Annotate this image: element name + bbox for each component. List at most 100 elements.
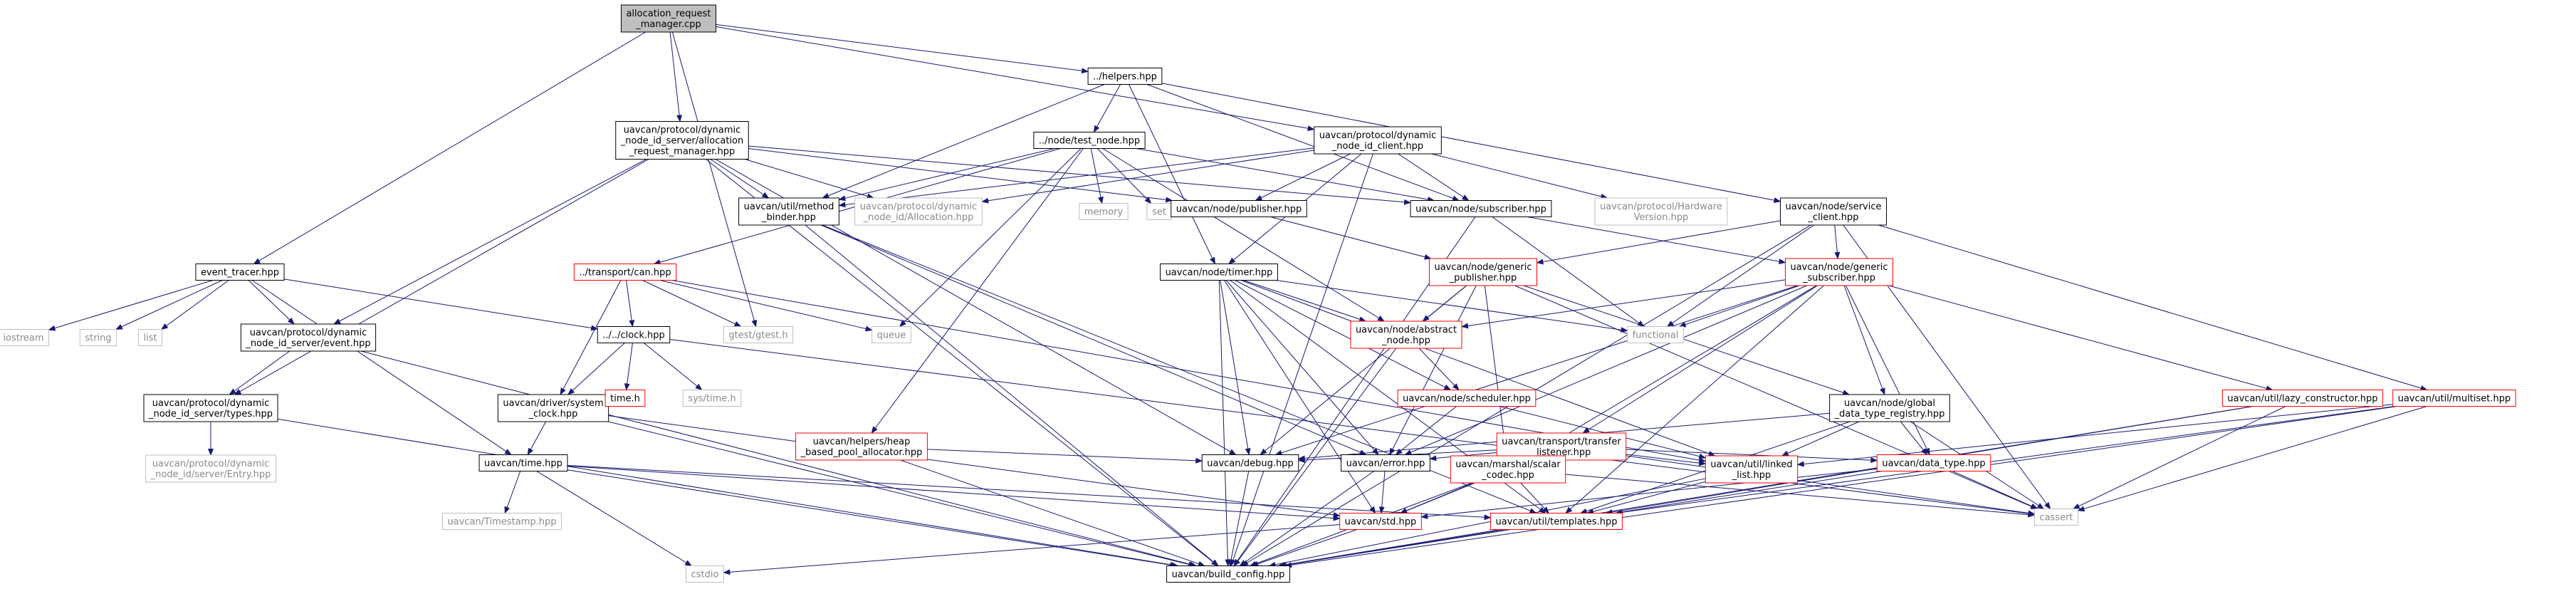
node-sysclock[interactable]: uavcan/driver/system_clock.hpp — [497, 394, 609, 422]
node-methodbinder[interactable]: uavcan/util/method_binder.hpp — [738, 197, 839, 226]
node-multiset[interactable]: uavcan/util/multiset.hpp — [2392, 390, 2516, 407]
edge-testnode-to-memory — [1090, 148, 1104, 204]
edge-root-to-allocmgr — [669, 31, 683, 123]
edge-testnode-to-abstractnode — [1102, 148, 1385, 322]
node-typeshpp[interactable]: uavcan/protocol/dynamic_node_id_server/t… — [143, 394, 278, 422]
node-label-dynclient: uavcan/protocol/dynamic — [1319, 130, 1437, 141]
node-box-errorhpp — [1341, 454, 1430, 471]
node-box-allocation — [854, 197, 983, 226]
node-label-helpers: ../helpers.hpp — [1093, 72, 1157, 83]
node-label-datatype: uavcan/data_type.hpp — [1882, 459, 1985, 469]
node-queue: queue — [871, 326, 911, 343]
node-lazyctor[interactable]: uavcan/util/lazy_constructor.hpp — [2221, 390, 2384, 407]
node-debughpp[interactable]: uavcan/debug.hpp — [1201, 454, 1299, 471]
edge-timehpp-to-buildcfg — [567, 469, 1178, 568]
node-label-heapalloc: _based_pool_allocator.hpp — [800, 447, 923, 458]
node-clockhpp[interactable]: ../../clock.hpp — [597, 326, 671, 343]
edge-sysclock-to-timehpp — [527, 421, 547, 456]
node-timehpp[interactable]: uavcan/time.hpp — [478, 454, 568, 471]
node-transportcan[interactable]: ../transport/can.hpp — [573, 264, 677, 281]
edge-timerhpp-to-errorhpp — [1225, 280, 1379, 456]
edge-templates-to-buildcfg — [1278, 529, 1506, 568]
node-label-methodbinder: _binder.hpp — [761, 212, 816, 223]
node-eventhpp[interactable]: uavcan/protocol/dynamic_node_id_server/e… — [240, 323, 377, 352]
node-genpub[interactable]: uavcan/node/generic_publisher.hpp — [1428, 258, 1538, 286]
edge-gensub-to-translistener — [1582, 285, 1818, 434]
edge-dynclient-to-publisher — [1255, 153, 1351, 201]
node-abstractnode[interactable]: uavcan/node/abstract_node.hpp — [1350, 320, 1462, 349]
node-box-list — [137, 329, 163, 346]
node-label-methodbinder: uavcan/util/method — [744, 202, 834, 212]
node-label-subscriber: uavcan/node/subscriber.hpp — [1415, 204, 1546, 215]
node-label-timestamp: uavcan/Timestamp.hpp — [447, 517, 556, 528]
node-box-hwversion — [1594, 197, 1728, 226]
node-label-allocation: _node_id/Allocation.hpp — [863, 212, 974, 223]
node-box-allocmgr — [615, 121, 749, 160]
edge-gensub-to-functional — [1678, 285, 1800, 328]
node-label-entryhpp: _node_id/server/Entry.hpp — [150, 469, 271, 480]
edge-clockhpp-to-timeh — [624, 343, 633, 391]
node-label-queue: queue — [877, 330, 906, 341]
edge-gensub-to-abstractnode — [1461, 279, 1786, 329]
node-box-string — [79, 329, 117, 346]
node-root[interactable]: allocation_request_manager.cpp — [620, 4, 717, 33]
edge-clockhpp-to-sysclock — [567, 343, 625, 395]
edge-lazyctor-to-cassert — [2072, 406, 2286, 509]
node-box-heapalloc — [795, 432, 928, 461]
node-timeh[interactable]: time.h — [604, 390, 646, 407]
node-label-allocmgr: uavcan/protocol/dynamic — [624, 125, 741, 136]
node-subscriber[interactable]: uavcan/node/subscriber.hpp — [1410, 200, 1552, 217]
node-globaldtr[interactable]: uavcan/node/global_data_type_registry.hp… — [1829, 394, 1950, 422]
node-label-entryhpp: uavcan/protocol/dynamic — [152, 459, 270, 469]
node-box-timehpp — [478, 454, 568, 471]
node-box-linkedlist — [1705, 455, 1799, 484]
node-scalarcodec[interactable]: uavcan/marshal/scalar_codec.hpp — [1450, 455, 1566, 484]
node-allocmgr[interactable]: uavcan/protocol/dynamic_node_id_server/a… — [615, 121, 749, 160]
node-datatype[interactable]: uavcan/data_type.hpp — [1876, 454, 1991, 471]
edge-helpers-to-svcclient — [1161, 83, 1781, 204]
edge-debughpp-to-buildcfg — [1228, 471, 1250, 567]
edge-transportcan-to-queue — [659, 280, 873, 332]
node-scheduler[interactable]: uavcan/node/scheduler.hpp — [1397, 390, 1536, 407]
edge-timerhpp-to-abstractnode — [1243, 280, 1367, 322]
node-label-eventhpp: uavcan/protocol/dynamic — [250, 328, 367, 338]
node-box-sysclock — [497, 394, 609, 422]
edge-gensub-to-templates — [1565, 285, 1824, 514]
node-box-lazyctor — [2221, 390, 2384, 407]
node-eventtracer[interactable]: event_tracer.hpp — [195, 264, 285, 281]
node-box-testnode — [1033, 132, 1146, 149]
node-timerhpp[interactable]: uavcan/node/timer.hpp — [1160, 264, 1278, 281]
edge-sysclock-to-stdhpp — [608, 415, 1341, 518]
node-label-heapalloc: uavcan/helpers/heap — [813, 437, 911, 447]
edge-datatype-to-stdhpp — [1420, 468, 1878, 519]
node-label-hwversion: Version.hpp — [1634, 212, 1689, 223]
node-iostream: iostream — [0, 329, 50, 346]
node-errorhpp[interactable]: uavcan/error.hpp — [1341, 454, 1430, 471]
node-box-genpub — [1428, 258, 1538, 286]
node-box-globaldtr — [1829, 394, 1950, 422]
edge-multiset-to-cassert — [2077, 406, 2427, 512]
node-dynclient[interactable]: uavcan/protocol/dynamic_node_id_client.h… — [1314, 126, 1442, 155]
node-testnode[interactable]: ../node/test_node.hpp — [1033, 132, 1146, 149]
edge-timerhpp-to-debughpp — [1220, 280, 1251, 456]
node-helpers[interactable]: ../helpers.hpp — [1087, 68, 1163, 85]
edge-svcclient-to-gensub — [1834, 224, 1841, 259]
edge-subscriber-to-gensub — [1527, 217, 1786, 265]
node-buildcfg[interactable]: uavcan/build_config.hpp — [1166, 565, 1290, 583]
node-functional: functional — [1627, 326, 1684, 343]
node-label-cassert: cassert — [2039, 513, 2073, 523]
node-linkedlist[interactable]: uavcan/util/linked_list.hpp — [1705, 455, 1799, 484]
node-box-dynclient — [1314, 126, 1442, 155]
node-box-typeshpp — [143, 394, 278, 422]
node-label-errorhpp: uavcan/error.hpp — [1346, 459, 1425, 469]
edge-timehpp-to-timestamp — [504, 471, 521, 514]
node-gensub[interactable]: uavcan/node/generic_subscriber.hpp — [1784, 258, 1894, 286]
node-stdhpp[interactable]: uavcan/std.hpp — [1339, 513, 1422, 530]
node-box-gensub — [1784, 258, 1894, 286]
node-svcclient[interactable]: uavcan/node/service_client.hpp — [1779, 197, 1888, 226]
node-box-publisher — [1171, 200, 1307, 217]
edge-svcclient-to-functional — [1666, 224, 1814, 328]
node-publisher[interactable]: uavcan/node/publisher.hpp — [1171, 200, 1307, 217]
node-templates[interactable]: uavcan/util/templates.hpp — [1490, 513, 1623, 530]
node-heapalloc[interactable]: uavcan/helpers/heap_based_pool_allocator… — [795, 432, 928, 461]
